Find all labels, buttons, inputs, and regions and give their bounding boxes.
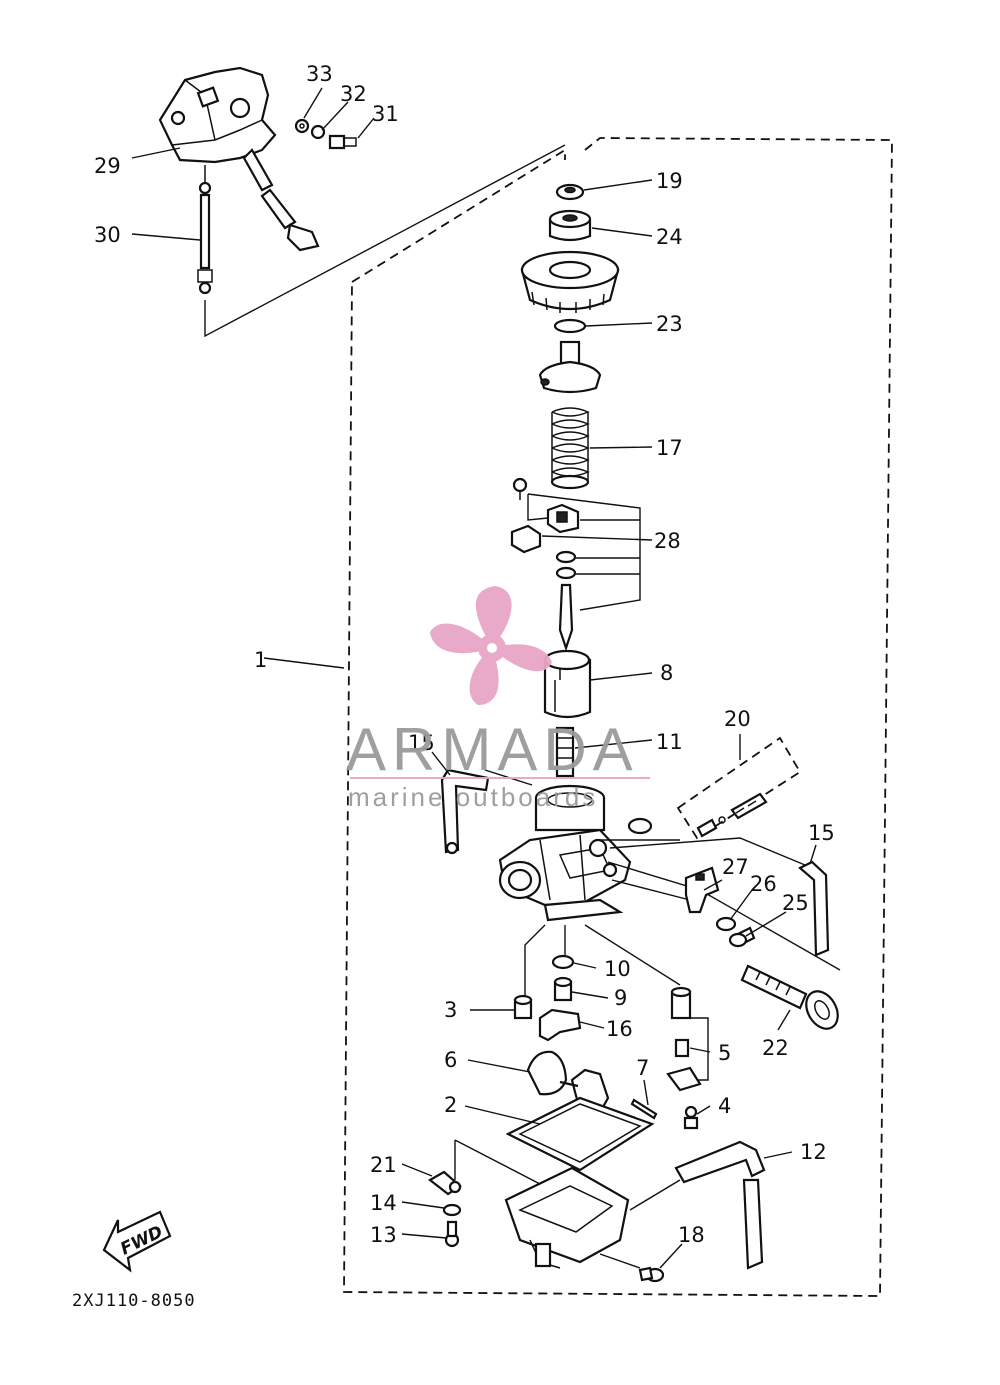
part-label-2: 2 — [444, 1093, 457, 1117]
needle-clip-set-part — [510, 477, 641, 652]
part-label-23: 23 — [656, 312, 683, 336]
part-label-18: 18 — [678, 1223, 705, 1247]
part-label-20: 20 — [724, 707, 751, 731]
jet-plate-part — [538, 1008, 582, 1042]
part-label-28: 28 — [654, 529, 681, 553]
vent-tube-right-part — [798, 860, 830, 957]
small-screws-part — [294, 118, 357, 150]
part-label-27: 27 — [722, 855, 749, 879]
float-pin-part — [630, 1098, 658, 1120]
vent-tube-left-part — [440, 768, 490, 855]
main-jet-part — [553, 976, 573, 1002]
throttle-housing-part — [158, 66, 320, 252]
throttle-slide-part — [543, 649, 592, 719]
drain-tube-part — [674, 1140, 766, 1270]
part-label-7: 7 — [636, 1056, 649, 1080]
part-label-25: 25 — [782, 891, 809, 915]
part-label-16: 16 — [606, 1017, 633, 1041]
float-valve-set-part — [666, 986, 709, 1092]
part-label-15-left: 15 — [408, 731, 435, 755]
assembly-boundary — [204, 137, 893, 1297]
cable-nut-part — [548, 209, 592, 242]
part-label-11: 11 — [656, 730, 683, 754]
part-label-32: 32 — [340, 82, 367, 106]
part-label-10: 10 — [604, 957, 631, 981]
o-ring-part — [553, 318, 587, 334]
part-label-3: 3 — [444, 998, 457, 1022]
part-label-26: 26 — [750, 872, 777, 896]
washer-screw-part — [715, 916, 756, 948]
part-label-30: 30 — [94, 223, 121, 247]
screw-small-part — [683, 1105, 699, 1130]
part-label-21: 21 — [370, 1153, 397, 1177]
part-label-19: 19 — [656, 169, 683, 193]
pilot-screw-set-part — [676, 736, 802, 840]
jet-washer-part — [551, 954, 575, 970]
spring-seat-part — [538, 340, 602, 394]
part-label-4: 4 — [718, 1094, 731, 1118]
bowl-leads — [454, 1139, 681, 1269]
part-label-14: 14 — [370, 1191, 397, 1215]
bracket-part — [684, 866, 720, 914]
part-labels: 1 2 3 4 5 6 7 8 9 10 11 12 13 14 15 15 1… — [94, 62, 835, 1247]
armada-watermark: ARMADA marine outboards — [346, 586, 650, 812]
throttle-stop-screw-part — [740, 964, 839, 1030]
needle-jet-part — [555, 726, 575, 778]
watermark-tagline: marine outboards — [348, 782, 598, 812]
part-label-13: 13 — [370, 1223, 397, 1247]
washer-part — [555, 183, 585, 201]
part-label-9: 9 — [614, 986, 627, 1010]
float-bowl-gasket-part — [505, 1096, 655, 1172]
part-label-17: 17 — [656, 436, 683, 460]
label-leaders — [131, 87, 817, 1269]
part-label-12: 12 — [800, 1140, 827, 1164]
part-label-31: 31 — [372, 102, 399, 126]
watermark-brand: ARMADA — [346, 716, 639, 783]
throttle-cable-part — [197, 193, 213, 295]
float-bowl-part — [504, 1166, 630, 1269]
part-label-33: 33 — [306, 62, 333, 86]
part-label-15-right: 15 — [808, 821, 835, 845]
diagram-code: 2XJ110-8050 — [72, 1291, 196, 1311]
forward-arrow-icon: FWD — [102, 1210, 172, 1273]
carburetor-body-part — [498, 784, 653, 922]
bowl-screw-part — [638, 1266, 665, 1283]
top-cap-part — [520, 250, 620, 313]
part-label-1: 1 — [254, 648, 267, 672]
part-label-24: 24 — [656, 225, 683, 249]
part-label-29: 29 — [94, 154, 121, 178]
bowl-fasteners-part — [428, 1170, 462, 1248]
part-label-6: 6 — [444, 1048, 457, 1072]
part-label-22: 22 — [762, 1036, 789, 1060]
part-label-8: 8 — [660, 661, 673, 685]
part-label-5: 5 — [718, 1041, 731, 1065]
throttle-spring-part — [550, 407, 590, 490]
pilot-jet-part — [513, 994, 533, 1020]
propeller-logo-icon — [430, 586, 552, 705]
